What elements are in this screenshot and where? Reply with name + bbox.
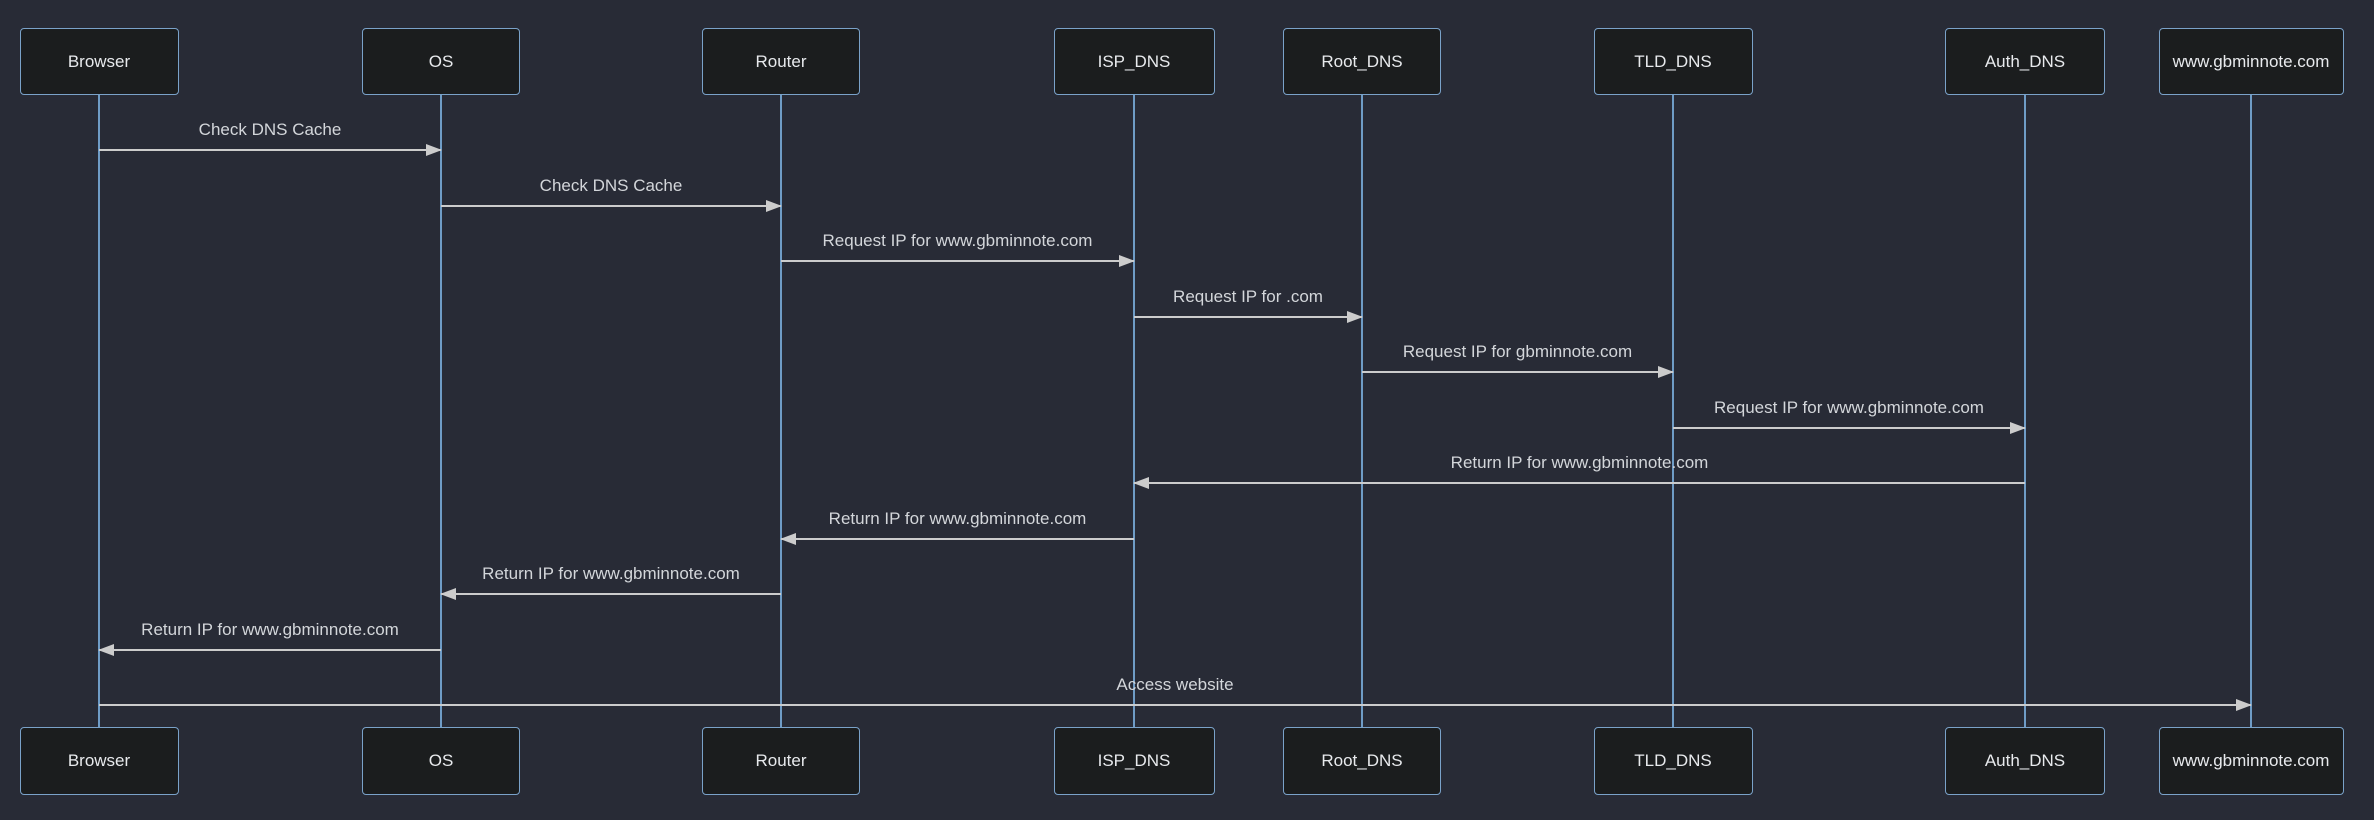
actor-root-dns-bottom: Root_DNS — [1283, 727, 1441, 795]
lifeline-root-dns — [1361, 95, 1363, 727]
lifeline-router — [780, 95, 782, 727]
lifeline-tld-dns — [1672, 95, 1674, 727]
actor-www-gbminnote-com-bottom: www.gbminnote.com — [2158, 727, 2344, 795]
message-label-9: Return IP for www.gbminnote.com — [482, 564, 740, 583]
actor-label: OS — [428, 51, 454, 71]
actor-isp-dns-top: ISP_DNS — [1053, 28, 1215, 95]
actor-auth-dns-top: Auth_DNS — [1945, 28, 2105, 95]
actor-router-bottom: Router — [702, 727, 860, 795]
actor-tld-dns-top: TLD_DNS — [1593, 28, 1753, 95]
actor-label: Browser — [67, 51, 131, 71]
actor-label: Auth_DNS — [1984, 751, 2066, 770]
message-label-3: Request IP for www.gbminnote.com — [822, 231, 1093, 250]
actor-label: Router — [755, 51, 807, 71]
lifeline-os — [440, 95, 442, 727]
message-label-1: Check DNS Cache — [198, 120, 342, 139]
actor-tld-dns-bottom: TLD_DNS — [1593, 727, 1753, 795]
actor-isp-dns-bottom: ISP_DNS — [1053, 727, 1215, 795]
actor-label: Root_DNS — [1321, 751, 1403, 770]
actor-label: TLD_DNS — [1634, 751, 1712, 770]
lifeline-www-gbminnote-com — [2250, 95, 2252, 727]
actor-label: ISP_DNS — [1097, 751, 1171, 770]
message-label-5: Request IP for gbminnote.com — [1402, 342, 1633, 361]
actor-label: OS — [428, 751, 454, 770]
message-label-11: Access website — [1116, 675, 1234, 694]
actor-router-top: Router — [702, 28, 860, 95]
actor-label: Router — [755, 751, 807, 770]
actor-label: ISP_DNS — [1097, 51, 1171, 71]
actor-os-top: OS — [362, 28, 520, 95]
message-label-8: Return IP for www.gbminnote.com — [828, 509, 1087, 528]
lifeline-browser — [98, 95, 100, 727]
actor-root-dns-top: Root_DNS — [1283, 28, 1441, 95]
message-label-10: Return IP for www.gbminnote.com — [141, 620, 399, 639]
actor-label: www.gbminnote.com — [2172, 51, 2330, 71]
actor-label: www.gbminnote.com — [2172, 751, 2330, 770]
actor-auth-dns-bottom: Auth_DNS — [1945, 727, 2105, 795]
message-label-7: Return IP for www.gbminnote.com — [1450, 453, 1709, 472]
actor-os-bottom: OS — [362, 727, 520, 795]
message-label-4: Request IP for .com — [1173, 287, 1323, 306]
actor-browser-top: Browser — [19, 28, 179, 95]
actor-label: Root_DNS — [1321, 51, 1403, 71]
lifeline-auth-dns — [2024, 95, 2026, 727]
actor-www-gbminnote-com-top: www.gbminnote.com — [2158, 28, 2344, 95]
message-label-2: Check DNS Cache — [539, 176, 683, 195]
lifeline-isp-dns — [1133, 95, 1135, 727]
actor-label: Auth_DNS — [1984, 51, 2066, 71]
message-label-6: Request IP for www.gbminnote.com — [1714, 398, 1984, 417]
actor-label: Browser — [67, 751, 131, 770]
actor-label: TLD_DNS — [1634, 51, 1712, 71]
actor-browser-bottom: Browser — [19, 727, 179, 795]
